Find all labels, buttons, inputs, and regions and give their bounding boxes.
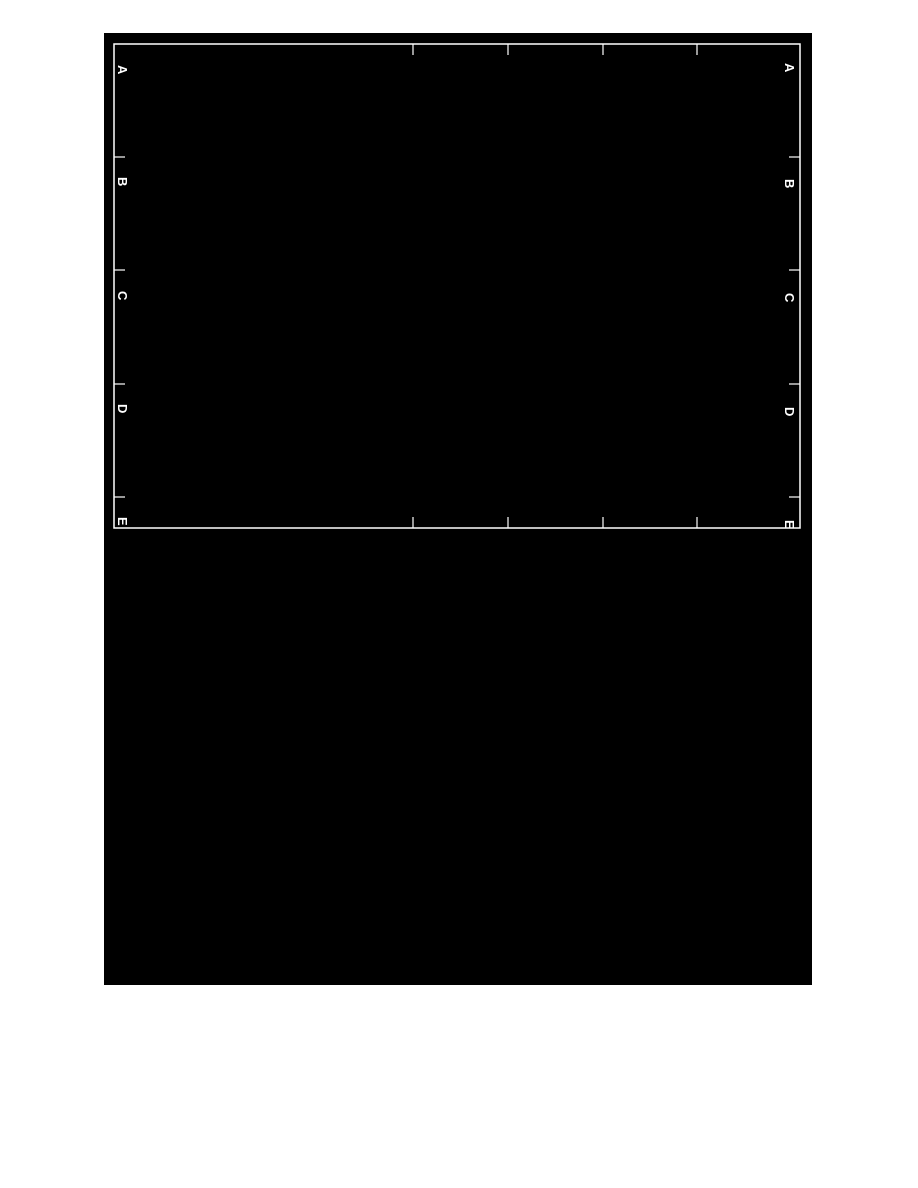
- grid-row-b-top: B: [782, 179, 797, 188]
- locator-diagram: A B C D E F A B C D E: [113, 43, 801, 529]
- grid-row-e-top: E: [782, 520, 797, 529]
- grid-row-a-top: A: [782, 63, 797, 73]
- diagram-graphic: A B C D E F A B C D E: [113, 43, 801, 529]
- grid-row-e-bottom: E: [115, 517, 130, 526]
- grid-row-d-top: D: [782, 407, 797, 416]
- grid-row-c-bottom: C: [115, 291, 130, 301]
- grid-row-b-bottom: B: [115, 177, 130, 186]
- diagram-page: A B C D E F A B C D E: [104, 33, 812, 985]
- rotated-sheet: A B C D E F A B C D E: [104, 33, 812, 985]
- grid-row-a-bottom: A: [115, 65, 130, 75]
- grid-row-c-top: C: [782, 293, 797, 303]
- grid-row-d-bottom: D: [115, 404, 130, 413]
- diagram-frame: [113, 43, 801, 529]
